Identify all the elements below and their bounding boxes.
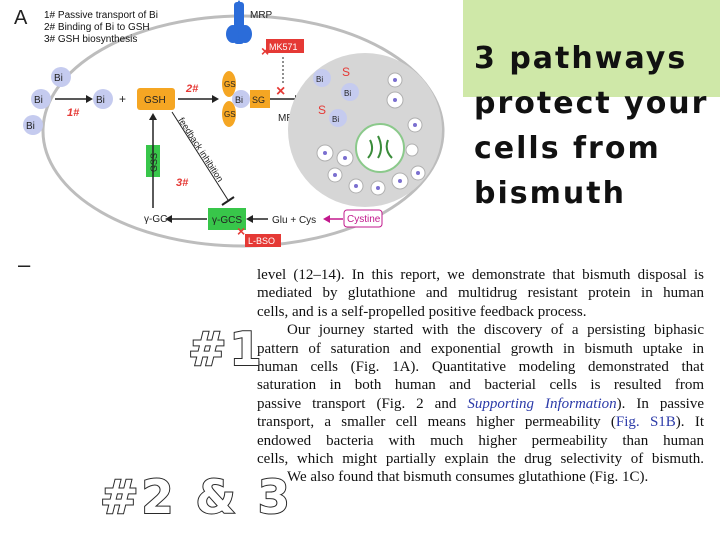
svg-text:Bi: Bi <box>34 95 43 106</box>
para-line-1: level (12–14). In this report, we demons… <box>257 267 704 283</box>
para-line-4: Our journey started with the discovery o… <box>287 322 704 339</box>
panel-letter: A <box>14 7 28 29</box>
para-line-7: saturation in both human and bacterial c… <box>257 377 704 394</box>
supporting-info-link[interactable]: Supporting Information <box>467 395 617 412</box>
para-line-2: mediated by glutathione and multidrug re… <box>257 285 704 302</box>
para-line-9: transport, a smaller cell means higher p… <box>257 414 704 431</box>
svg-text:S: S <box>342 65 350 79</box>
glu-cys-label: Glu + Cys <box>272 215 316 226</box>
mk571-block-icon: × <box>261 43 269 59</box>
annotation-1: #1 <box>187 321 265 377</box>
block-x-icon: × <box>276 83 285 100</box>
ggc-label: γ-GC <box>144 214 167 225</box>
headline-line-3: cells from <box>474 131 661 166</box>
bi-inside: Bi <box>93 89 113 109</box>
headline-line-1: 3 pathways <box>474 41 688 76</box>
svg-text:GS: GS <box>224 110 236 119</box>
mk571-box <box>266 39 304 53</box>
step2-label: 2# <box>185 83 199 95</box>
gs-bi-sg-complex: GS GS Bi SG <box>222 71 270 127</box>
gsh-box <box>137 88 175 110</box>
svg-text:S: S <box>318 103 326 117</box>
gcs-box <box>208 208 246 230</box>
svg-text:Bi: Bi <box>316 75 323 84</box>
mk571-label: MK571 <box>269 42 298 52</box>
para-line-8: passive transport (Fig. 2 and Supporting… <box>257 395 705 412</box>
svg-text:Bi: Bi <box>96 95 105 106</box>
dash-mark: – <box>18 252 31 277</box>
legend-item-2: 2# Binding of Bi to GSH <box>44 22 150 33</box>
fig-s1b-link[interactable]: Fig. S1B <box>615 414 676 431</box>
feedback-line <box>171 111 229 201</box>
legend-item-1: 1# Passive transport of Bi <box>44 10 158 21</box>
svg-text:Bi: Bi <box>54 73 63 84</box>
svg-text:Bi: Bi <box>344 89 351 98</box>
annotation-2-3: #2 & 3 <box>99 469 293 525</box>
cystine-label: Cystine <box>347 214 381 225</box>
gcs-label: γ-GCS <box>212 215 242 226</box>
gss-label: GSS <box>149 153 159 172</box>
headline: 3 pathways protect your cells from bismu… <box>474 36 720 216</box>
bi-outside-1: Bi <box>51 67 71 87</box>
bso-block-icon: × <box>237 223 245 239</box>
headline-background <box>463 0 720 97</box>
svg-text:SG: SG <box>252 95 265 105</box>
bi-s-cluster: Bi Bi Bi S S <box>313 65 359 127</box>
legend-item-3: 3# GSH biosynthesis <box>44 34 137 45</box>
feedback-label: feedback inhibition <box>176 116 225 184</box>
svg-text:Bi: Bi <box>235 95 243 105</box>
bso-label: L-BSO <box>248 236 275 246</box>
para-line-6: human cells (Fig. 1A). Quantitative mode… <box>257 359 704 376</box>
gsh-label: GSH <box>144 95 166 106</box>
mrp-transporter-top <box>226 0 252 44</box>
para-line-10: endowed bacteria with much higher permea… <box>257 432 704 449</box>
bi-outside-3: Bi <box>23 115 43 135</box>
cystine-box <box>343 209 383 228</box>
para-line-5: pattern of saturation and exponential gr… <box>257 340 704 357</box>
headline-line-2: protect your <box>474 86 709 121</box>
para-line-12: We also found that bismuth consumes glut… <box>287 469 649 486</box>
para-line-11: cells, which might partially explain the… <box>257 451 704 468</box>
bi-outside-2: Bi <box>31 89 51 109</box>
body-paragraph: level (12–14). In this report, we demons… <box>257 266 704 487</box>
bso-box <box>245 234 281 247</box>
plus-sign: + <box>119 92 126 106</box>
svg-text:GS: GS <box>224 80 236 89</box>
step3-label: 3# <box>176 177 189 189</box>
para-line-3: cells, and is a self-propelled positive … <box>257 303 587 320</box>
headline-line-4: bismuth <box>474 176 626 211</box>
svg-text:Bi: Bi <box>26 121 35 132</box>
svg-text:Bi: Bi <box>332 115 339 124</box>
mrp-label-top: MRP <box>250 10 273 21</box>
step1-label: 1# <box>67 107 80 119</box>
mechanism-figure: A 1# Passive transport of Bi 2# Binding … <box>14 0 445 248</box>
